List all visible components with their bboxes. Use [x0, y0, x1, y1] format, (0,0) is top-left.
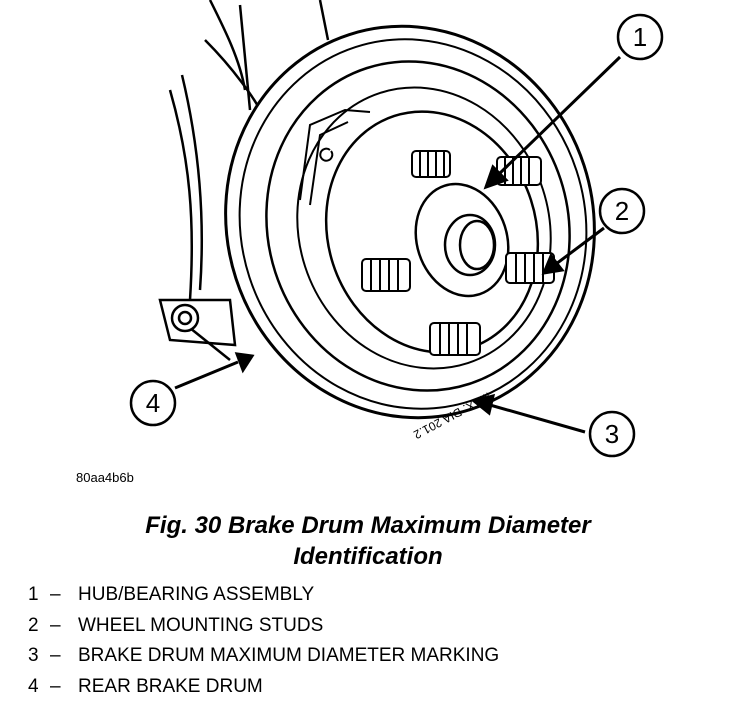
- callout-2: 2: [598, 187, 646, 235]
- brake-drum: [224, 24, 596, 420]
- legend-item: 4 – REAR BRAKE DRUM: [28, 672, 499, 703]
- legend-label: REAR BRAKE DRUM: [78, 675, 263, 697]
- drum-inspection-window: [299, 108, 371, 206]
- svg-text:3: 3: [605, 419, 619, 449]
- callout-3: 3: [588, 410, 636, 458]
- callout-1: 1: [616, 13, 664, 61]
- brake-drum-illustration: MAX. DIA 201.2 1 2 3 4: [129, 0, 664, 458]
- legend-label: WHEEL MOUNTING STUDS: [78, 614, 324, 636]
- legend-item: 1 – HUB/BEARING ASSEMBLY: [28, 580, 499, 611]
- callout-legend: 1 – HUB/BEARING ASSEMBLY 2 – WHEEL MOUNT…: [28, 580, 499, 702]
- figure-caption: Fig. 30 Brake Drum Maximum Diameter Iden…: [0, 510, 736, 572]
- arrow-4: [174, 352, 255, 390]
- leader-arrows: [174, 55, 622, 434]
- svg-text:2: 2: [615, 196, 629, 226]
- legend-dash: –: [50, 584, 61, 605]
- suspension-background: [158, 0, 330, 361]
- arrow-3: [470, 393, 586, 434]
- callout-4: 4: [129, 379, 177, 427]
- hub-bearing-assembly: [414, 182, 510, 298]
- legend-number: 3: [28, 645, 39, 666]
- stud-left: [361, 258, 411, 292]
- legend-item: 3 – BRAKE DRUM MAXIMUM DIAMETER MARKING: [28, 641, 499, 672]
- legend-dash: –: [50, 675, 61, 697]
- legend-label: HUB/BEARING ASSEMBLY: [78, 584, 315, 605]
- arrow-2: [541, 226, 605, 275]
- caption-line-1: Fig. 30 Brake Drum Maximum Diameter: [145, 512, 591, 539]
- wheel-mounting-studs: [361, 150, 555, 356]
- legend-number: 4: [28, 675, 39, 697]
- legend-dash: –: [50, 645, 61, 666]
- legend-label: BRAKE DRUM MAXIMUM DIAMETER MARKING: [78, 645, 500, 666]
- bolt-head: [170, 303, 200, 333]
- svg-text:4: 4: [146, 388, 160, 418]
- stud-upper-left: [411, 150, 451, 178]
- svg-text:1: 1: [633, 22, 647, 52]
- caption-line-2: Identification: [293, 543, 443, 570]
- legend-dash: –: [50, 614, 61, 636]
- legend-item: 2 – WHEEL MOUNTING STUDS: [28, 611, 499, 642]
- stud-bottom: [429, 322, 481, 356]
- image-code: 80aa4b6b: [76, 470, 134, 485]
- legend-number: 1: [28, 584, 39, 605]
- arrow-1: [483, 55, 622, 190]
- legend-number: 2: [28, 614, 39, 636]
